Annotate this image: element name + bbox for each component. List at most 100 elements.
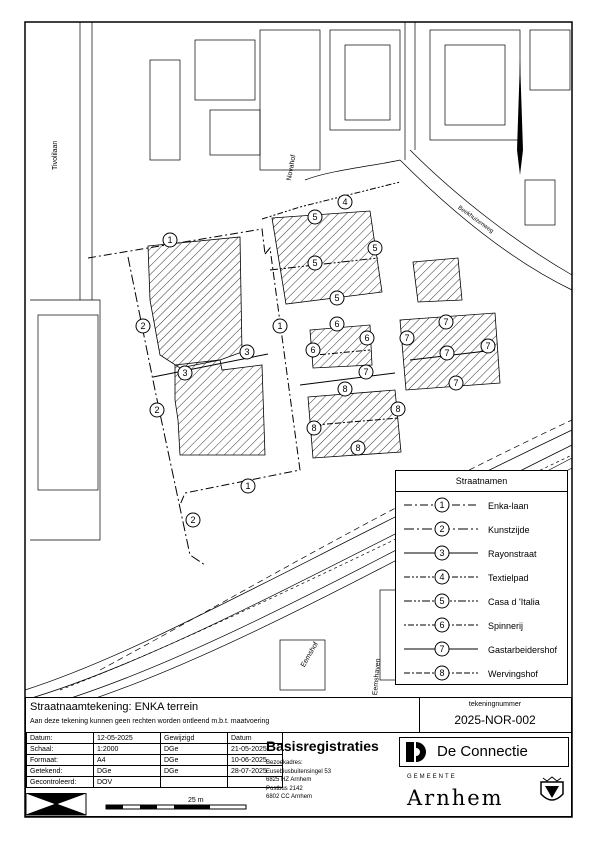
marker-3: 3 — [177, 365, 193, 381]
meta-label: Getekend: — [26, 765, 94, 777]
connectie-logo: De Connectie — [399, 737, 569, 767]
legend-line-sample: 7 — [404, 641, 478, 657]
marker-8: 8 — [390, 401, 406, 417]
svg-text:1: 1 — [167, 235, 172, 245]
drawing-number-cell: tekeningnummer 2025-NOR-002 — [419, 698, 571, 733]
address: Bezoekadres: Eusebiusbuitensingel 53 682… — [266, 759, 331, 802]
svg-text:1: 1 — [245, 481, 250, 491]
marker-8: 8 — [306, 420, 322, 436]
svg-text:8: 8 — [311, 423, 316, 433]
marker-7: 7 — [448, 375, 464, 391]
address-line: Postbus 2142 — [266, 785, 303, 792]
svg-text:2: 2 — [154, 405, 159, 415]
drawing-number: 2025-NOR-002 — [454, 713, 536, 727]
legend-row: 7 Gastarbeidershof — [396, 639, 567, 663]
main-roads — [30, 22, 573, 541]
marker-2: 2 — [185, 512, 201, 528]
meta-value: DGe — [93, 765, 161, 777]
meta-value: 1:2000 — [93, 743, 161, 755]
marker-5: 5 — [367, 240, 383, 256]
marker-1: 1 — [240, 478, 256, 494]
disclaimer: Aan deze tekening kunnen geen rechten wo… — [30, 718, 270, 725]
marker-5: 5 — [307, 255, 323, 271]
svg-text:5: 5 — [312, 258, 317, 268]
map-frame — [24, 21, 573, 818]
marker-7: 7 — [358, 364, 374, 380]
svg-text:8: 8 — [342, 384, 347, 394]
legend-street-name: Casa d 'Italia — [488, 597, 540, 607]
address-line: Eusebiusbuitensingel 53 — [266, 768, 332, 775]
svg-text:7: 7 — [485, 341, 490, 351]
marker-8: 8 — [350, 440, 366, 456]
street-number-markers: 1 1 1 2 2 2 3 3 4 5 5 5 5 6 6 6 7 7 7 7 … — [135, 194, 496, 528]
title-cell: Straatnaamtekening: ENKA terrein Aan dez… — [26, 698, 420, 733]
legend-street-name: Gastarbeidershof — [488, 645, 558, 655]
svg-text:7: 7 — [443, 317, 448, 327]
meta-dat — [227, 776, 283, 788]
marker-1: 1 — [162, 232, 178, 248]
legend-street-name: Rayonstraat — [488, 549, 537, 559]
legend-row: 6 Spinnerij — [396, 615, 567, 639]
meta-gew: DGe — [160, 765, 228, 777]
coat-of-arms-icon — [540, 776, 564, 801]
legend-street-name: Enka-laan — [488, 501, 529, 511]
address-line: Bezoekadres: — [266, 760, 303, 766]
legend-street-name: Kunstzijde — [488, 525, 530, 535]
meta-gew: DGe — [160, 743, 228, 755]
marker-6: 6 — [359, 330, 375, 346]
drawing-number-label: tekeningnummer — [468, 701, 522, 708]
legend-row: 3 Rayonstraat — [396, 543, 567, 567]
address-line: 6825 HZ Arnhem — [266, 777, 312, 784]
legend-number: 6 — [439, 620, 444, 630]
marker-7: 7 — [439, 345, 455, 361]
svg-text:6: 6 — [310, 345, 315, 355]
marker-5: 5 — [307, 209, 323, 225]
meta-gew: DGe — [160, 754, 228, 766]
marker-7: 7 — [480, 338, 496, 354]
meta-gew: Gewijzigd — [160, 732, 228, 744]
legend-street-name: Wervingshof — [488, 669, 538, 679]
svg-text:1: 1 — [277, 321, 282, 331]
svg-text:4: 4 — [342, 197, 347, 207]
legend-street-name: Spinnerij — [488, 621, 524, 631]
marker-4: 4 — [337, 194, 353, 210]
svg-text:8: 8 — [395, 404, 400, 414]
legend-line-sample: 2 — [404, 521, 478, 537]
marker-5: 5 — [329, 290, 345, 306]
org-title: Basisregistraties — [266, 738, 379, 754]
legend-number: 8 — [439, 668, 444, 678]
svg-text:7: 7 — [444, 348, 449, 358]
marker-8: 8 — [337, 381, 353, 397]
connectie-logo-icon — [406, 742, 426, 762]
marker-2: 2 — [135, 318, 151, 334]
meta-value: DOV — [93, 776, 161, 788]
marker-2: 2 — [149, 402, 165, 418]
legend-line-sample: 3 — [404, 545, 478, 561]
marker-7: 7 — [399, 330, 415, 346]
legend-row: 8 Wervingshof — [396, 663, 567, 687]
city-name: Arnhem — [407, 786, 504, 810]
svg-text:2: 2 — [190, 515, 195, 525]
meta-label: Datum: — [26, 732, 94, 744]
meta-label: Formaat: — [26, 754, 94, 766]
meta-row: Gecontroleerd:DOV — [26, 776, 283, 788]
meta-label: Gecontroleerd: — [26, 776, 94, 788]
meta-value: 12-05-2025 — [93, 732, 161, 744]
svg-text:6: 6 — [364, 333, 369, 343]
svg-text:2: 2 — [140, 321, 145, 331]
legend-number: 3 — [439, 548, 444, 558]
legend-line-sample: 8 — [404, 665, 478, 681]
marker-6: 6 — [329, 316, 345, 332]
legend-title: Straatnamen — [396, 471, 567, 492]
svg-text:8: 8 — [355, 443, 360, 453]
marker-6: 6 — [305, 342, 321, 358]
meta-gew — [160, 776, 228, 788]
svg-text:3: 3 — [244, 347, 249, 357]
